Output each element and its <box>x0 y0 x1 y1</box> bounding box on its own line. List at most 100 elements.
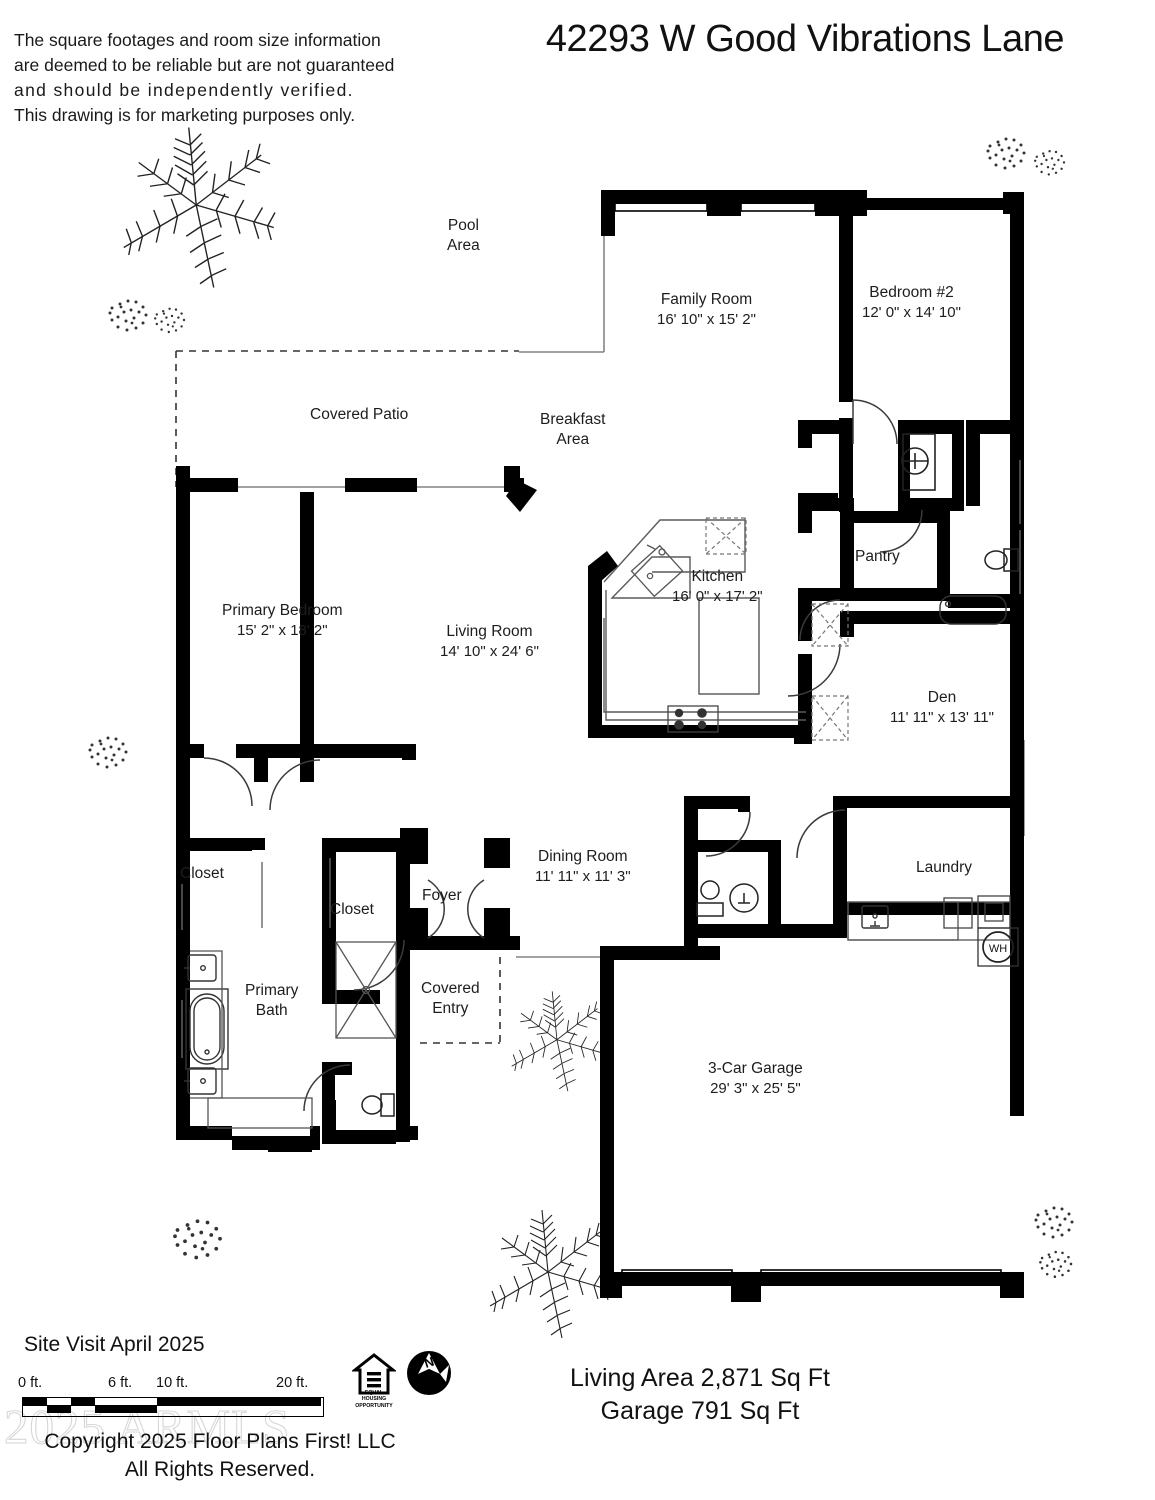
room-name-line2: Area <box>447 237 480 254</box>
shrub-bottom-left <box>173 1219 222 1260</box>
window-ticks <box>181 460 1021 1058</box>
shrub-top-right-1 <box>986 137 1026 170</box>
powder-sink-icon <box>729 883 759 913</box>
room-dimensions: 11' 11" x 11' 3" <box>535 868 631 885</box>
entry-dashed-outline <box>420 957 501 1044</box>
scale-tick-0: 0 ft. <box>18 1375 43 1391</box>
kitchen-sink-icon <box>630 544 684 598</box>
upper-cabinet-dash <box>705 517 747 555</box>
palm-plant-bottom <box>489 1209 612 1339</box>
water-heater-icon: WH <box>977 927 1019 967</box>
room-label-bedroom_2: Bedroom #2 12' 0" x 14' 10" <box>862 283 961 323</box>
room-name: Kitchen <box>691 568 744 585</box>
room-label-foyer: Foyer <box>422 886 462 906</box>
scale-tick-1: 6 ft. <box>108 1375 133 1391</box>
palm-plant-entry <box>511 990 607 1092</box>
equal-housing-icon <box>352 1353 396 1395</box>
room-label-closet_hall: Closet <box>330 900 374 920</box>
room-name: Closet <box>180 865 224 882</box>
room-label-living_room: Living Room 14' 10" x 24' 6" <box>440 622 539 662</box>
garage-area-text: Garage 791 Sq Ft <box>600 1397 800 1425</box>
room-label-dining_room: Dining Room 11' 11" x 11' 3" <box>535 847 631 887</box>
primary-bath-sink-2 <box>184 1067 217 1095</box>
room-name: Living Room <box>446 623 533 640</box>
shrub-left-upper <box>108 299 148 332</box>
room-name: Primary <box>245 982 299 999</box>
room-dimensions: 11' 11" x 13' 11" <box>890 709 994 726</box>
room-label-garage: 3-Car Garage 29' 3" x 25' 5" <box>708 1059 803 1099</box>
room-label-closet_primary: Closet <box>180 864 224 884</box>
svg-text:WH: WH <box>989 943 1007 955</box>
room-name-line2: Bath <box>255 1002 288 1019</box>
room-label-den: Den 11' 11" x 13' 11" <box>890 688 994 728</box>
washer-icon <box>943 897 973 929</box>
svg-text:N: N <box>422 1354 436 1371</box>
room-label-family_room: Family Room 16' 10" x 15' 2" <box>657 290 756 330</box>
shrub-top-right-2 <box>1034 150 1066 176</box>
disclaimer-line-2: are deemed to be reliable but are not gu… <box>14 55 395 75</box>
primary-toilet-icon <box>361 1093 395 1117</box>
watermark-text: 2025 ARMLS <box>3 1398 291 1454</box>
room-name: Covered Patio <box>310 406 409 423</box>
cooktop-icon <box>667 705 719 733</box>
room-dimensions: 16' 0" x 17' 2" <box>672 588 763 605</box>
room-name-line2: Entry <box>432 1000 469 1017</box>
room-name: Den <box>927 689 957 706</box>
room-name: Family Room <box>660 291 753 308</box>
scale-bar-graphic <box>22 1397 324 1417</box>
soaking-tub-icon <box>185 988 229 1070</box>
living-area-text: Living Area 2,871 Sq Ft <box>570 1364 830 1392</box>
disclaimer-line-1: The square footages and room size inform… <box>14 30 381 50</box>
room-name: Covered <box>421 980 480 997</box>
disclaimer-line-4: This drawing is for marketing purposes o… <box>14 105 356 125</box>
page-title: 42293 W Good Vibrations Lane <box>545 18 1065 60</box>
copyright-block: Copyright 2025 Floor Plans First! LLC Al… <box>10 1428 430 1484</box>
closet-shelf-dash-lower <box>811 695 849 741</box>
room-name: Dining Room <box>538 848 628 865</box>
area-summary: Living Area 2,871 Sq Ft Garage 791 Sq Ft <box>470 1362 930 1428</box>
room-dimensions: 16' 10" x 15' 2" <box>657 311 756 328</box>
room-dimensions: 14' 10" x 24' 6" <box>440 643 539 660</box>
room-name: Breakfast <box>540 411 606 428</box>
primary-bath-counter <box>190 950 313 1129</box>
disclaimer-block: The square footages and room size inform… <box>14 28 444 128</box>
copyright-line-1: Copyright 2025 Floor Plans First! LLC <box>44 1430 396 1453</box>
patio-dashed-outline <box>175 350 519 487</box>
north-arrow-icon: N <box>407 1351 451 1395</box>
shower-icon <box>335 941 397 1039</box>
kitchen-counters <box>603 519 806 721</box>
laundry-sink-icon <box>861 905 889 929</box>
room-name: Foyer <box>422 887 462 904</box>
kitchen-island <box>698 597 760 695</box>
armls-watermark: 2025 ARMLS <box>3 1398 291 1455</box>
bathtub-icon <box>939 595 1007 625</box>
room-label-covered_patio: Covered Patio <box>310 405 408 425</box>
closet-shelf-dash-upper <box>811 603 849 647</box>
scale-tick-2: 10 ft. <box>156 1375 189 1391</box>
bedroom2-bath-sink-icon <box>901 433 936 491</box>
copyright-line-2: All Rights Reserved. <box>124 1458 316 1481</box>
shrub-left-upper-2 <box>154 307 186 334</box>
room-name: Laundry <box>916 859 973 876</box>
room-name: Pantry <box>855 548 900 565</box>
site-visit-label: Site Visit April 2025 <box>24 1333 205 1356</box>
room-dimensions: 12' 0" x 14' 10" <box>862 304 961 321</box>
room-name-line2: Area <box>556 431 590 448</box>
room-name: 3-Car Garage <box>708 1060 803 1077</box>
disclaimer-line-3: and should be independently verified. <box>14 80 354 100</box>
room-label-laundry: Laundry <box>916 858 972 878</box>
room-label-kitchen: Kitchen 16' 0" x 17' 2" <box>672 567 763 607</box>
room-dimensions: 29' 3" x 25' 5" <box>710 1080 801 1097</box>
room-name: Bedroom #2 <box>869 284 954 301</box>
guest-toilet-icon <box>984 548 1019 572</box>
shrub-left-mid <box>88 736 128 769</box>
scale-tick-3: 20 ft. <box>276 1375 309 1391</box>
door-swings <box>203 399 923 1112</box>
primary-bath-sink-1 <box>184 954 217 982</box>
